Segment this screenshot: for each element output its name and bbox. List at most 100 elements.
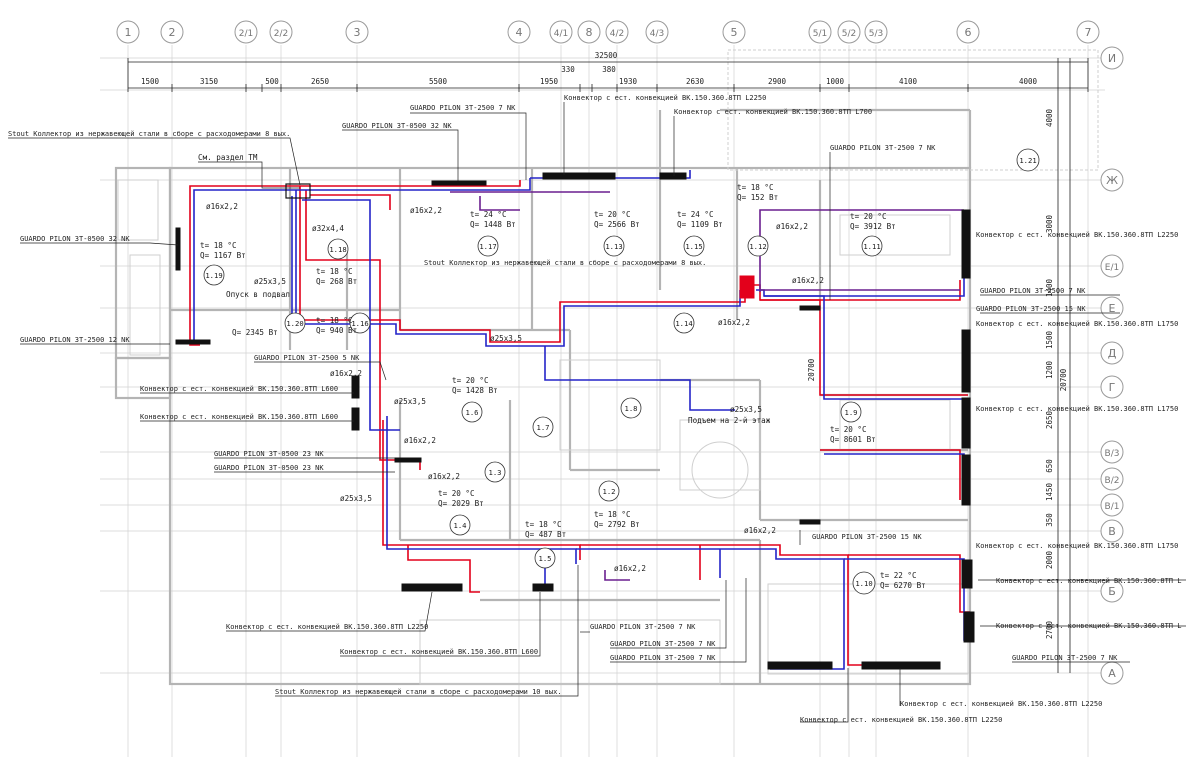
svg-text:1.17: 1.17 — [479, 242, 496, 251]
room-load: Q= 1109 Вт — [677, 220, 723, 229]
room-temp: t= 18 °C — [737, 183, 774, 192]
equipment-callouts: GUARDO PILON 3Т-2500 7 NK Конвектор с ес… — [8, 94, 1181, 724]
dimension-segment: 330 — [561, 65, 575, 74]
callout: GUARDO PILON 3Т-0500 32 NK — [20, 235, 130, 243]
room-temp: t= 24 °C — [677, 210, 714, 219]
room-1-17: 1.17 — [477, 235, 499, 257]
svg-text:Б: Б — [1108, 585, 1116, 598]
axis-marker-G: Г — [1100, 375, 1124, 399]
pipe-label: ø25х3,5 — [254, 277, 286, 286]
axis-marker-4-1: 4/1 — [549, 20, 573, 44]
callout: GUARDO PILON 3Т-0500 32 NK — [342, 122, 452, 130]
svg-text:1: 1 — [125, 26, 132, 39]
room-1-2: 1.2 — [598, 480, 620, 502]
dimension-segment: 1930 — [619, 77, 638, 86]
convector — [739, 275, 755, 299]
dimension-segment: 5500 — [429, 77, 448, 86]
svg-text:И: И — [1108, 52, 1116, 65]
pipe-label: ø16х2,2 — [776, 222, 808, 231]
pipe-label: ø16х2,2 — [614, 564, 646, 573]
callout: GUARDO PILON 3Т-2500 7 NK — [1012, 654, 1118, 662]
dimension-segment: 2000 — [1045, 550, 1054, 569]
svg-text:В/3: В/3 — [1105, 449, 1120, 459]
svg-text:5: 5 — [731, 26, 738, 39]
callout: Конвектор с ест. конвекцией ВК.150.360.8… — [900, 700, 1102, 708]
secondary-walls — [117, 49, 1099, 685]
callout: GUARDO PILON 3Т-2500 15 NK — [812, 533, 922, 541]
svg-text:1.13: 1.13 — [605, 242, 622, 251]
room-load: Q= 3912 Вт — [850, 222, 896, 231]
dimension-segment: 4000 — [1045, 108, 1054, 127]
room-load: Q= 1428 Вт — [452, 386, 498, 395]
dimension-segment: 2700 — [1045, 620, 1054, 639]
dimension-segment: 4100 — [899, 77, 918, 86]
callout: Конвектор с ест. конвекцией ВК.150.360.8… — [800, 716, 1002, 724]
room-temp: t= 22 °C — [880, 571, 917, 580]
dimension-segment: 4000 — [1019, 77, 1038, 86]
svg-text:Г: Г — [1109, 381, 1116, 394]
callout: Конвектор с ест. конвекцией ВК.150.360.8… — [976, 405, 1178, 413]
axis-marker-A: А — [1100, 661, 1124, 685]
axis-marker-V3: В/3 — [1100, 440, 1124, 464]
dimension-segment: 20700 — [807, 358, 816, 381]
manifold — [285, 183, 311, 199]
room-loads: t= 18 °C Q= 1167 Вт t= 18 °C Q= 268 Вт Q… — [200, 183, 926, 590]
pipe-label: ø16х2,2 — [428, 472, 460, 481]
room-temp: t= 24 °C — [470, 210, 507, 219]
svg-text:1.20: 1.20 — [286, 319, 303, 328]
axis-marker-V2: В/2 — [1100, 467, 1124, 491]
dimension-segment: 2650 — [311, 77, 330, 86]
svg-text:В: В — [1108, 525, 1116, 538]
convector — [394, 457, 422, 463]
room-temp: t= 20 °C — [594, 210, 631, 219]
dimension-segment: 20700 — [1059, 368, 1068, 391]
axis-marker-2: 2 — [160, 20, 184, 44]
dimension-chain-top — [127, 58, 1089, 92]
room-temp: t= 20 °C — [830, 425, 867, 434]
svg-text:1.8: 1.8 — [625, 404, 638, 413]
pipe-label: ø32х4,4 — [312, 224, 344, 233]
dimension-segment: 1400 — [1045, 278, 1054, 297]
room-temp: t= 18 °C — [316, 316, 353, 325]
construction-grid — [100, 45, 1105, 757]
supply-pipes — [189, 180, 970, 666]
convector — [961, 454, 971, 506]
convector — [532, 583, 554, 592]
axis-markers-right: И Ж Е/1 Е Д Г В/3 В/2 В/1 В Б А — [1100, 46, 1124, 685]
convector — [961, 397, 971, 449]
axis-marker-2-2: 2/2 — [269, 20, 293, 44]
convector — [767, 661, 833, 670]
room-load: Q= 1167 Вт — [200, 251, 246, 260]
callout: Stout Коллектор из нержавеющей стали в с… — [275, 688, 562, 696]
svg-text:3: 3 — [354, 26, 361, 39]
pipe-label: ø16х2,2 — [410, 206, 442, 215]
room-1-20: 1.20 — [284, 312, 306, 334]
convector — [431, 180, 487, 186]
svg-text:4: 4 — [516, 26, 523, 39]
room-1-9: 1.9 — [840, 401, 862, 423]
room-1-3: 1.3 — [484, 461, 506, 483]
room-temp: t= 18 °C — [316, 267, 353, 276]
dimension-segment: 1950 — [540, 77, 559, 86]
callout: Конвектор с ест. конвекцией ВК.150.360.8… — [976, 231, 1178, 239]
pipe-label: ø16х2,2 — [744, 526, 776, 535]
room-1-15: 1.15 — [683, 235, 705, 257]
svg-text:2/1: 2/1 — [239, 29, 253, 39]
dimension-chain-right — [1057, 58, 1071, 673]
room-load: Q= 2566 Вт — [594, 220, 640, 229]
axis-marker-V1: В/1 — [1100, 493, 1124, 517]
callout: Конвектор с ест. конвекцией ВК.150.360.8… — [564, 94, 766, 102]
room-load: Q= 8601 Вт — [830, 435, 876, 444]
room-1-12: 1.12 — [747, 235, 769, 257]
callout: GUARDO PILON 3Т-2500 7 NK — [610, 654, 716, 662]
callout: GUARDO PILON 3Т-2500 15 NK — [976, 305, 1086, 313]
callout: Конвектор с ест. конвекцией ВК.150.360.8… — [976, 542, 1178, 550]
pipe-label: ø25х3,5 — [340, 494, 372, 503]
callout: GUARDO PILON 3Т-2500 7 NK — [610, 640, 716, 648]
convector — [659, 172, 687, 180]
room-1-18: 1.18 — [327, 238, 349, 260]
pipe-labels: ø16х2,2 ø16х2,2 ø32х4,4 ø25х3,5 ø25х3,5 … — [206, 202, 824, 573]
pipe-label: ø25х3,5 — [394, 397, 426, 406]
callout: GUARDO PILON 3Т-2500 7 NK — [590, 623, 696, 631]
